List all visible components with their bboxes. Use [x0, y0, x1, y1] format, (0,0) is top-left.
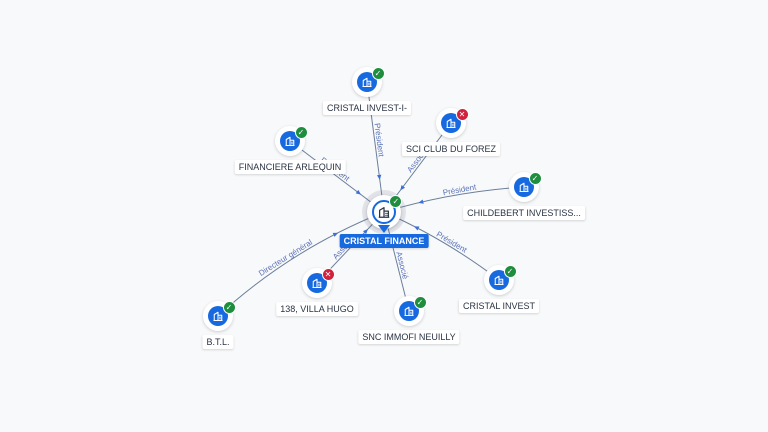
- node-label: B.T.L.: [202, 335, 234, 349]
- check-icon: ✓: [389, 195, 403, 208]
- pin-tail: [378, 225, 390, 233]
- building-icon: [307, 273, 327, 293]
- node-label: CRISTAL FINANCE: [339, 234, 429, 248]
- node-label: SNC IMMOFI NEUILLY: [358, 330, 460, 344]
- company-node[interactable]: ✓ SNC IMMOFI NEUILLY: [358, 296, 460, 344]
- company-node[interactable]: ✓ CRISTAL INVEST: [458, 265, 540, 313]
- check-icon: ✓: [528, 172, 542, 185]
- company-node[interactable]: ✓ CHILDEBERT INVESTISS...: [463, 172, 585, 220]
- node-label: CRISTAL INVEST-I-: [322, 101, 412, 115]
- node-label: 138, VILLA HUGO: [276, 302, 358, 316]
- edge-arrow-btl: [332, 232, 339, 237]
- building-icon: [357, 72, 377, 92]
- company-node[interactable]: ✕ 138, VILLA HUGO: [276, 268, 358, 316]
- edge-arrow-villa-hugo: [362, 228, 368, 235]
- check-icon: ✓: [371, 67, 385, 80]
- edge-arrow-childebert: [418, 199, 424, 204]
- edge-btl: [217, 211, 385, 317]
- check-icon: ✓: [294, 126, 308, 139]
- edge-label-childebert: Président: [442, 182, 478, 197]
- node-label: CRISTAL INVEST: [458, 299, 540, 313]
- node-label: CHILDEBERT INVESTISS...: [463, 206, 585, 220]
- building-icon: [441, 113, 461, 133]
- company-node[interactable]: ✓ FINANCIERE ARLEQUIN: [234, 126, 346, 174]
- edge-label-cristal-invest-i: Président: [372, 123, 385, 158]
- building-icon: [514, 177, 534, 197]
- company-node[interactable]: ✓ CRISTAL INVEST-I-: [322, 67, 412, 115]
- edge-arrow-sci-club-du-forez: [400, 185, 406, 191]
- check-icon: ✓: [413, 296, 427, 309]
- node-label: SCI CLUB DU FOREZ: [401, 142, 501, 156]
- company-node[interactable]: ✕ SCI CLUB DU FOREZ: [401, 108, 501, 156]
- edge-label-cristal-invest: Président: [435, 230, 469, 255]
- edge-arrow-cristal-invest: [413, 226, 420, 231]
- center-node[interactable]: ✓ CRISTAL FINANCE: [339, 195, 429, 248]
- node-label: FINANCIERE ARLEQUIN: [234, 160, 346, 174]
- building-icon: [399, 301, 419, 321]
- cross-icon: ✕: [321, 268, 335, 281]
- company-node[interactable]: ✓ B.T.L.: [202, 301, 236, 349]
- edge-arrow-financiere-arlequin: [355, 189, 362, 195]
- building-icon: [489, 270, 509, 290]
- cross-icon: ✕: [455, 108, 469, 121]
- check-icon: ✓: [503, 265, 517, 278]
- check-icon: ✓: [222, 301, 236, 314]
- building-icon: [208, 306, 228, 326]
- edge-arrow-cristal-invest-i: [376, 174, 382, 180]
- building-icon: [280, 131, 300, 151]
- edge-label-snc-immofi: Associé: [394, 251, 410, 281]
